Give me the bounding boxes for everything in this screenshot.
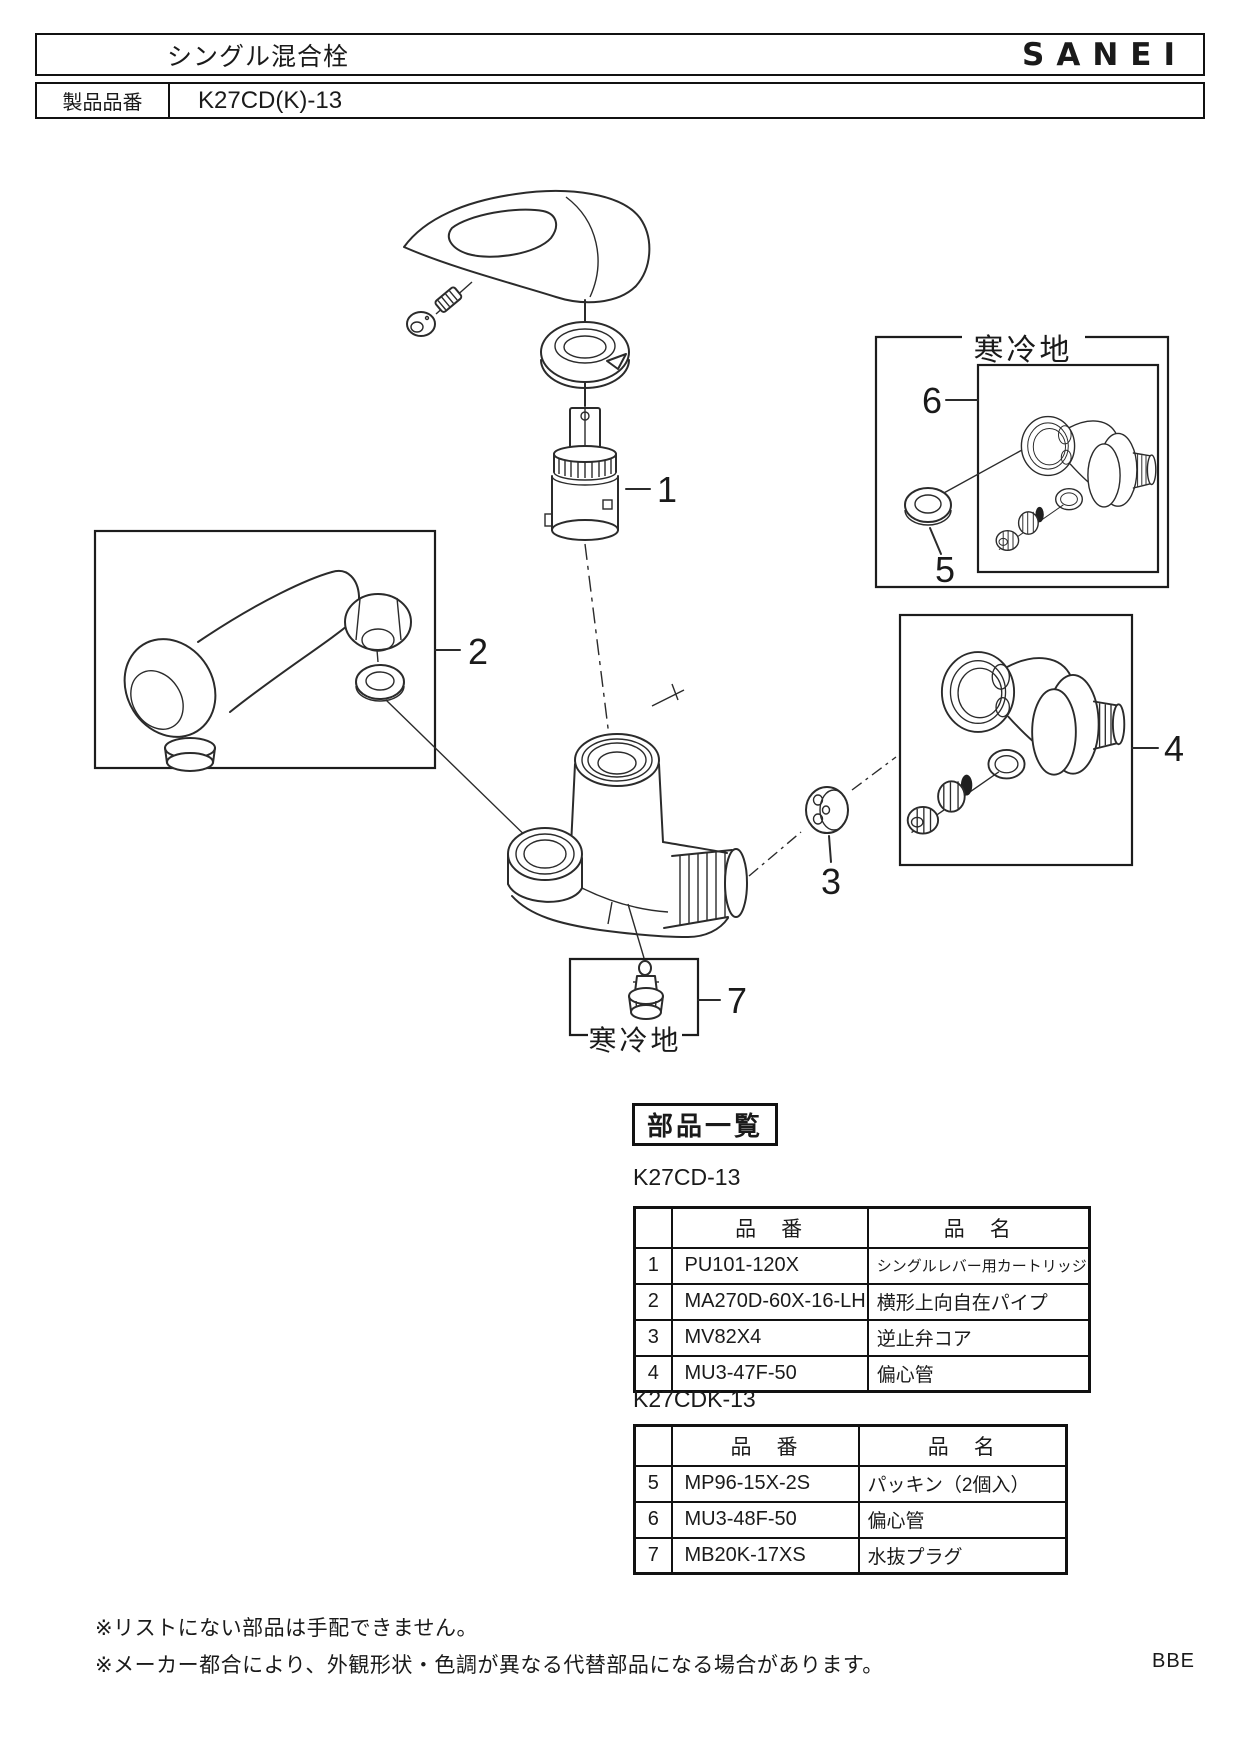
packing-leader-line [941, 449, 1023, 495]
header-no [633, 1424, 673, 1467]
part-name: 偏心管 [857, 1500, 1068, 1539]
check-valve-axis-right [851, 756, 897, 791]
header-no [633, 1206, 673, 1249]
table-row: 2 MA270D-60X-16-LH 横形上向自在パイプ [633, 1282, 1091, 1321]
part-name: 水抜プラグ [857, 1536, 1068, 1575]
part-number: MV82X4 [670, 1318, 869, 1357]
parts-table-header-row: 品 番 品 名 [633, 1424, 1068, 1467]
callout-5: 5 [935, 549, 955, 590]
spout-leader-line [385, 699, 541, 851]
cold-region-box-bottom: 寒冷地 [568, 957, 700, 1056]
product-number-value: K27CD(K)-13 [198, 86, 343, 114]
brand-logo: SANEI [1022, 36, 1187, 73]
part-no: 5 [633, 1464, 673, 1503]
part-name: 横形上向自在パイプ [866, 1282, 1091, 1321]
drain-plug-leader [627, 903, 645, 959]
cold-region-box-top: 寒冷地 6 5 [874, 334, 1170, 590]
cold-region-label-bottom: 寒冷地 [588, 1025, 681, 1056]
eccentric-pipe-cold-drawing [995, 415, 1157, 551]
callout-3: 3 [821, 861, 841, 902]
footnote-1: ※リストにない部品は手配できません。 [95, 1617, 478, 1640]
callout-2: 2 [468, 631, 488, 672]
footnote-2: ※メーカー都合により、外観形状・色調が異なる代替部品になる場合があります。 [95, 1654, 884, 1677]
part-no: 6 [633, 1500, 673, 1539]
parts-table-k27cdk13: 品 番 品 名 5 MP96-15X-2S パッキン（2個入） 6 MU3-48… [633, 1424, 1068, 1575]
handle-screw-drawing [406, 281, 473, 337]
model-label-k27cd13: K27CD-13 [633, 1164, 741, 1190]
product-number-bar: 製品品番 K27CD(K)-13 [35, 82, 1205, 119]
part-no: 7 [633, 1536, 673, 1575]
part-name: パッキン（2個入） [857, 1464, 1068, 1503]
part-no: 1 [633, 1246, 673, 1285]
part-number: MP96-15X-2S [670, 1464, 860, 1503]
part-name: 偏心管 [866, 1354, 1091, 1393]
callout-6: 6 [922, 380, 942, 421]
faucet-body-drawing [507, 733, 748, 938]
table-row: 6 MU3-48F-50 偏心管 [633, 1500, 1068, 1539]
parts-list-title: 部品一覧 [632, 1103, 778, 1146]
eccentric-pipe-box [898, 613, 1134, 867]
part-number: MU3-48F-50 [670, 1500, 860, 1539]
trim-ring-drawing [540, 299, 630, 407]
header-part-number: 品 番 [670, 1424, 860, 1467]
callout-1: 1 [657, 469, 677, 510]
spout-drawing [123, 569, 412, 772]
table-row: 3 MV82X4 逆止弁コア [633, 1318, 1091, 1357]
alignment-tick [651, 683, 685, 707]
callout-4: 4 [1164, 728, 1184, 769]
part-no: 2 [633, 1282, 673, 1321]
header-part-name: 品 名 [866, 1206, 1091, 1249]
part-name: 逆止弁コア [866, 1318, 1091, 1357]
exploded-diagram: 1 [93, 190, 1184, 1056]
part-name: シングルレバー用カートリッジ [866, 1246, 1091, 1285]
eccentric-pipe-drawing [906, 651, 1126, 835]
table-row: 1 PU101-120X シングルレバー用カートリッジ [633, 1246, 1091, 1285]
part-number: MB20K-17XS [670, 1536, 860, 1575]
drain-plug-drawing [628, 960, 664, 1020]
part-no: 4 [633, 1354, 673, 1393]
title-bar: シングル混合栓 SANEI [35, 33, 1205, 76]
part-no: 3 [633, 1318, 673, 1357]
spout-box [93, 529, 541, 851]
callout-5-leader [929, 527, 942, 555]
model-label-k27cdk13: K27CDK-13 [633, 1386, 756, 1412]
parts-table-header-row: 品 番 品 名 [633, 1206, 1091, 1249]
part-number: PU101-120X [670, 1246, 869, 1285]
header-part-name: 品 名 [857, 1424, 1068, 1467]
table-row: 7 MB20K-17XS 水抜プラグ [633, 1536, 1068, 1575]
product-number-label: 製品品番 [37, 84, 170, 117]
parts-table-k27cd13: 品 番 品 名 1 PU101-120X シングルレバー用カートリッジ 2 MA… [633, 1206, 1091, 1393]
header-part-number: 品 番 [670, 1206, 869, 1249]
part-number: MU3-47F-50 [670, 1354, 869, 1393]
check-valve-axis-left [748, 831, 802, 877]
part-number: MA270D-60X-16-LH [670, 1282, 869, 1321]
check-valve-drawing [805, 786, 849, 834]
center-axis-line [584, 543, 610, 737]
callout-7: 7 [727, 980, 747, 1021]
packing-drawing [904, 487, 952, 526]
table-row: 4 MU3-47F-50 偏心管 [633, 1354, 1091, 1393]
table-row: 5 MP96-15X-2S パッキン（2個入） [633, 1464, 1068, 1503]
page-title: シングル混合栓 [167, 42, 350, 71]
lever-handle-drawing [403, 190, 651, 304]
cartridge-drawing [544, 407, 619, 541]
cold-region-label-top: 寒冷地 [974, 334, 1073, 367]
callout-3-leader [828, 835, 832, 863]
document-code: BBE [1152, 1650, 1196, 1672]
